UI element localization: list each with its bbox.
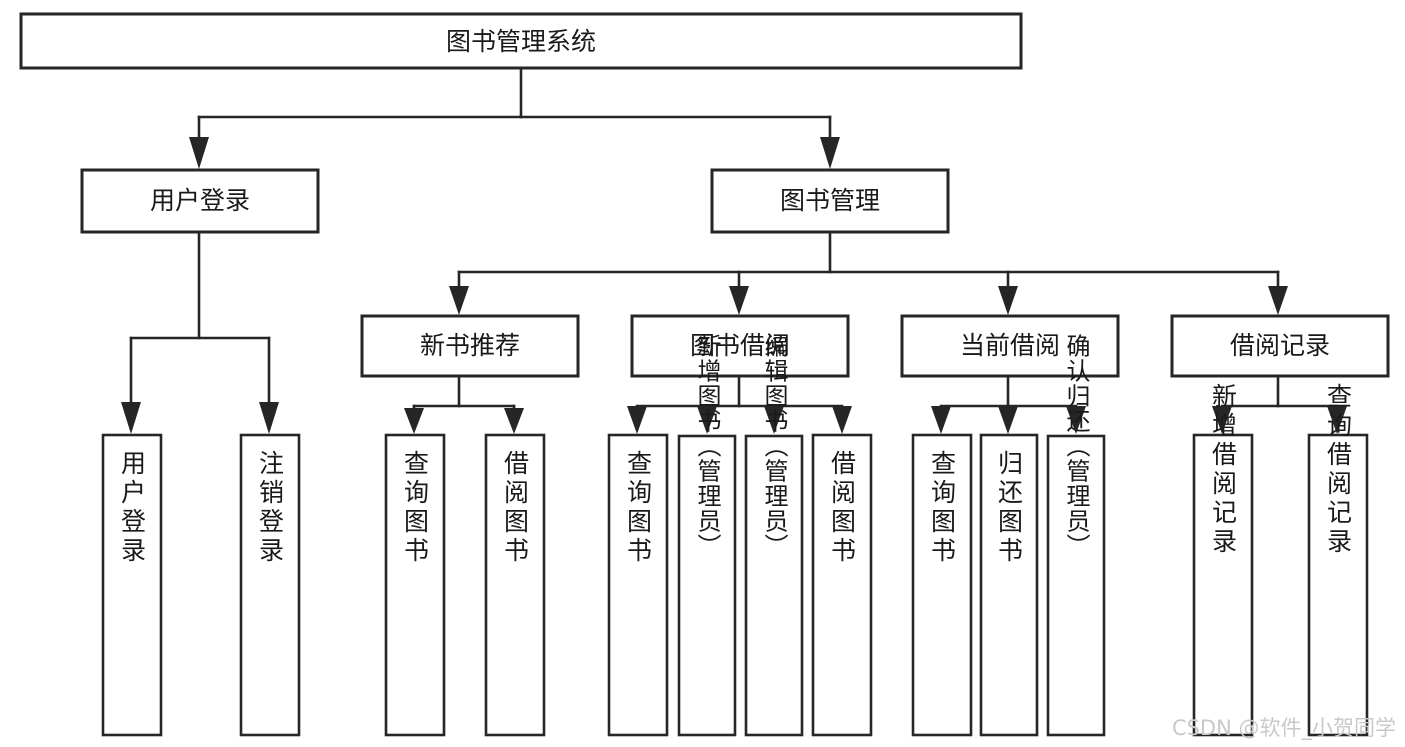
leaf-add-record-label: 新增借阅记录 [1209,383,1238,557]
leaf-borrow-book-1-box[interactable] [484,433,546,737]
leaf-user-login-label: 用户登录 [118,450,147,566]
arrow-head-current-borrow [998,286,1018,315]
node-user-login-label: 用户登录 [150,186,250,215]
leaf-add-record[interactable]: 新增借阅记录 [1192,383,1254,737]
node-book-management-label: 图书管理 [780,186,880,215]
node-book-borrow-label: 图书借阅 [690,331,790,360]
node-current-borrow[interactable]: 当前借阅 [900,314,1120,378]
csdn-watermark: CSDN @软件_小贺同学 [1172,716,1396,741]
leaf-add-book[interactable]: 新增图书（管理员） [677,334,737,737]
leaf-borrow-book-1[interactable]: 借阅图书 [484,433,546,737]
arrow-head-leaf-add-record [1212,406,1232,434]
leaf-add-book-box[interactable] [677,434,737,737]
leaf-query-record-label: 查询借阅记录 [1324,383,1353,557]
leaf-borrow-book-2-box[interactable] [811,433,873,737]
node-current-borrow-box[interactable] [900,314,1120,378]
leaf-edit-book-label: 编辑图书（管理员） [760,334,788,559]
node-current-borrow-label: 当前借阅 [960,331,1060,360]
leaf-query-book-2[interactable]: 查询图书 [607,433,669,737]
leaf-logout-login-label: 注销登录 [256,450,285,566]
leaf-add-book-label: 新增图书（管理员） [693,334,721,559]
leaf-query-book-1-box[interactable] [384,433,446,737]
node-user-login[interactable]: 用户登录 [80,168,320,234]
leaf-logout-login[interactable]: 注销登录 [239,433,301,737]
node-book-management[interactable]: 图书管理 [710,168,950,234]
leaf-query-book-1[interactable]: 查询图书 [384,433,446,737]
arrow-head-book-borrow [729,286,749,315]
node-borrow-record-box[interactable] [1170,314,1390,378]
connector-layer [121,68,1347,434]
arrow-head-leaf-confirm-return [1066,406,1086,434]
leaf-query-record-box[interactable] [1307,433,1369,737]
leaf-query-book-3[interactable]: 查询图书 [911,433,973,737]
arrow-head-leaf-query-book-3 [931,406,951,434]
leaf-return-book[interactable]: 归还图书 [979,433,1039,737]
node-root-box[interactable] [19,12,1023,70]
arrow-head-new-book-recommend [449,286,469,315]
node-new-book-recommend-label: 新书推荐 [420,331,520,360]
arrow-head-leaf-add-book [697,406,717,434]
arrow-head-leaf-return-book [998,406,1018,434]
node-user-login-box[interactable] [80,168,320,234]
node-book-management-box[interactable] [710,168,950,234]
arrow-head-borrow-record [1268,286,1288,315]
leaf-confirm-return-box[interactable] [1046,434,1106,737]
leaf-add-record-box[interactable] [1192,433,1254,737]
node-root-book-management-system[interactable]: 图书管理系统 [19,12,1023,70]
leaf-user-login-box[interactable] [101,433,163,737]
leaf-query-book-2-label: 查询图书 [624,450,653,566]
leaf-borrow-book-1-label: 借阅图书 [501,450,530,566]
arrow-head-leaf-query-record [1327,406,1347,434]
leaf-return-book-box[interactable] [979,433,1039,737]
leaf-edit-book-box[interactable] [744,434,804,737]
leaf-edit-book[interactable]: 编辑图书（管理员） [744,334,804,737]
leaf-confirm-return-label: 确认归还（管理员） [1062,334,1090,559]
leaf-query-book-2-box[interactable] [607,433,669,737]
node-new-book-recommend[interactable]: 新书推荐 [360,314,580,378]
node-new-book-recommend-box[interactable] [360,314,580,378]
arrow-head-leaf-user-login [121,402,141,434]
arrow-head-leaf-logout-login [259,402,279,434]
arrow-head-leaf-borrow-book-1 [504,408,524,434]
leaf-user-login[interactable]: 用户登录 [101,433,163,737]
leaf-query-book-1-label: 查询图书 [401,450,430,566]
leaf-query-book-3-box[interactable] [911,433,973,737]
arrow-head-leaf-borrow-book-2 [832,406,852,434]
node-root-label: 图书管理系统 [446,27,596,56]
node-borrow-record[interactable]: 借阅记录 [1170,314,1390,378]
arrow-head-book-management [820,137,840,169]
arrow-head-user-login [189,137,209,169]
node-borrow-record-label: 借阅记录 [1230,331,1330,360]
node-book-borrow-box[interactable] [630,314,850,378]
leaf-borrow-book-2-label: 借阅图书 [828,450,857,566]
arrow-head-leaf-query-book-2 [627,406,647,434]
leaf-borrow-book-2[interactable]: 借阅图书 [811,433,873,737]
leaf-return-book-label: 归还图书 [995,450,1024,566]
node-book-borrow[interactable]: 图书借阅 [630,314,850,378]
arrow-head-leaf-edit-book [764,406,784,434]
arrow-head-leaf-query-book-1 [404,408,424,434]
leaf-confirm-return[interactable]: 确认归还（管理员） [1046,334,1106,737]
leaf-query-book-3-label: 查询图书 [928,450,957,566]
leaf-query-record[interactable]: 查询借阅记录 [1307,383,1369,737]
leaf-logout-login-box[interactable] [239,433,301,737]
